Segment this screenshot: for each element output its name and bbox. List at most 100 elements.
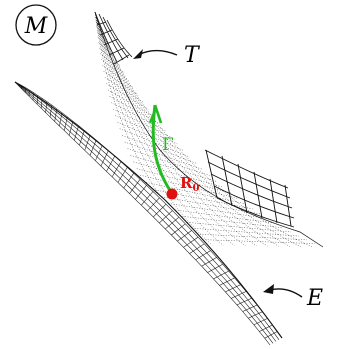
lower-mesh-line bbox=[91, 151, 98, 157]
point-r0: R0 bbox=[166, 174, 199, 200]
lower-mesh-line bbox=[66, 120, 73, 125]
lower-mesh-line bbox=[116, 169, 123, 176]
lower-mesh-line bbox=[69, 131, 76, 137]
lower-mesh-line bbox=[217, 276, 224, 284]
lower-mesh-line bbox=[135, 199, 142, 206]
lower-mesh-line bbox=[162, 219, 169, 227]
lower-mesh-line bbox=[128, 180, 135, 187]
lower-mesh-line bbox=[247, 299, 254, 307]
upper-mesh-line bbox=[126, 87, 131, 95]
lower-mesh-line bbox=[21, 86, 26, 91]
upper-mesh-line bbox=[130, 122, 135, 130]
lower-mesh-line bbox=[226, 281, 234, 289]
upper-surface-solid-right bbox=[204, 149, 295, 228]
lower-mesh-line bbox=[258, 313, 265, 321]
lower-mesh-line bbox=[183, 247, 190, 254]
upper-mesh-line bbox=[128, 137, 132, 145]
lower-mesh-line bbox=[153, 216, 160, 224]
lower-mesh-line bbox=[197, 236, 205, 244]
lower-mesh-line bbox=[257, 323, 263, 331]
upper-mesh-line bbox=[132, 118, 137, 126]
lower-mesh-line bbox=[267, 336, 274, 344]
lower-mesh-line bbox=[159, 210, 167, 217]
lower-mesh-line bbox=[36, 104, 42, 109]
lower-mesh-line bbox=[146, 185, 154, 192]
lower-mesh-line bbox=[210, 250, 217, 258]
upper-mesh-line bbox=[116, 90, 120, 97]
upper-mesh-line bbox=[116, 71, 121, 79]
lower-mesh-line bbox=[270, 334, 277, 342]
lower-mesh-line bbox=[60, 119, 66, 124]
upper-mesh-line bbox=[130, 144, 135, 151]
lower-mesh-line bbox=[206, 252, 214, 260]
lower-mesh-line bbox=[82, 133, 89, 140]
lower-mesh-line bbox=[106, 154, 113, 161]
lower-mesh-line bbox=[28, 94, 34, 99]
upper-mesh-line bbox=[117, 100, 121, 108]
upper-mesh-line bbox=[117, 81, 122, 88]
lower-mesh-line bbox=[25, 89, 30, 94]
lower-mesh-line bbox=[189, 253, 196, 260]
upper-mesh-line bbox=[125, 105, 130, 112]
upper-mesh-line bbox=[122, 98, 127, 106]
upper-mesh-line bbox=[103, 42, 106, 49]
upper-mesh-line bbox=[107, 79, 111, 86]
lower-mesh-line bbox=[191, 230, 199, 238]
lower-mesh-line bbox=[260, 321, 267, 329]
lower-mesh-line bbox=[196, 248, 204, 256]
lower-mesh-line bbox=[21, 87, 26, 92]
upper-mesh-line bbox=[100, 49, 103, 56]
lower-mesh-line bbox=[228, 270, 235, 279]
upper-mesh-line bbox=[160, 127, 167, 136]
lower-mesh-line bbox=[117, 182, 124, 189]
curve-gamma: Γ bbox=[148, 104, 174, 193]
lower-mesh-line bbox=[213, 278, 220, 286]
upper-mesh-line bbox=[105, 58, 109, 65]
upper-mesh-line bbox=[103, 71, 139, 96]
upper-mesh-line bbox=[137, 146, 142, 154]
arrow-T: T bbox=[133, 43, 201, 68]
upper-mesh-line bbox=[109, 56, 113, 64]
lower-mesh-line bbox=[187, 232, 195, 240]
lower-mesh-line bbox=[28, 96, 34, 101]
lower-mesh-line bbox=[262, 329, 269, 337]
lower-mesh-line bbox=[132, 189, 139, 197]
upper-mesh-line bbox=[120, 83, 125, 90]
upper-mesh-line bbox=[156, 134, 162, 142]
lower-mesh-line bbox=[212, 259, 220, 267]
lower-mesh-line bbox=[55, 117, 61, 123]
upper-mesh-line bbox=[202, 173, 210, 180]
upper-surface bbox=[94, 11, 324, 258]
lower-mesh-line bbox=[64, 130, 70, 136]
upper-mesh-line bbox=[102, 46, 105, 53]
lower-mesh-line bbox=[195, 259, 202, 267]
lower-mesh-line bbox=[41, 108, 46, 113]
lower-mesh-line bbox=[190, 242, 198, 249]
lower-mesh-line bbox=[264, 338, 271, 346]
lower-mesh-line bbox=[61, 115, 67, 121]
upper-mesh-line bbox=[125, 131, 129, 138]
lower-mesh-line bbox=[149, 194, 157, 202]
lower-mesh-line bbox=[21, 88, 26, 93]
upper-mesh-line bbox=[101, 55, 104, 62]
lower-mesh-line bbox=[238, 294, 245, 302]
lower-mesh-line bbox=[54, 121, 60, 127]
lower-mesh-line bbox=[56, 111, 62, 117]
upper-mesh-line bbox=[102, 41, 105, 48]
lower-mesh-line bbox=[123, 187, 130, 194]
upper-mesh-line bbox=[102, 37, 105, 44]
lower-mesh-line bbox=[244, 301, 251, 309]
lower-mesh-line bbox=[33, 92, 38, 96]
lower-mesh-line bbox=[263, 319, 270, 327]
upper-mesh-line bbox=[99, 43, 102, 50]
lower-mesh-line bbox=[259, 331, 265, 339]
lower-mesh-line bbox=[236, 286, 243, 294]
lower-mesh-line bbox=[230, 279, 237, 287]
upper-mesh-line bbox=[134, 139, 139, 147]
upper-mesh-line bbox=[134, 100, 139, 108]
upper-mesh-line bbox=[133, 129, 138, 136]
arrow-E: E bbox=[263, 284, 323, 311]
lower-mesh-line bbox=[96, 156, 103, 163]
upper-mesh-line bbox=[96, 26, 105, 36]
lower-mesh-line bbox=[108, 167, 115, 174]
